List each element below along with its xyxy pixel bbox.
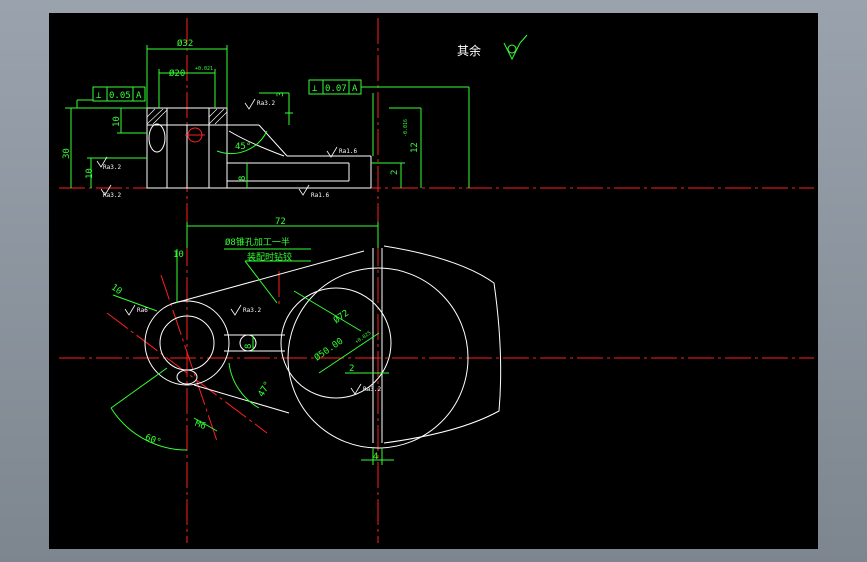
ra-top-left: Ra6	[137, 307, 148, 314]
dim-h10-top: 10	[112, 116, 122, 127]
dim-t8-top: 8	[244, 344, 254, 349]
dim-r10: 10	[109, 283, 124, 297]
centerlines	[59, 18, 814, 543]
perp-left-datum: A	[136, 91, 142, 101]
ra-front-bottom-left: Ra3.2	[103, 192, 121, 199]
hole-note-2: 装配时钻铰	[247, 251, 292, 263]
dim-len72: 72	[275, 217, 286, 227]
dim-h12: 12	[410, 142, 420, 153]
perp-right-datum: A	[352, 84, 358, 94]
dim-t2-front: 2	[390, 170, 400, 175]
perp-right-value: 0.07	[325, 84, 347, 94]
ra-front-bottom-right: Ra1.6	[311, 192, 329, 199]
roughness-text: Ra3.2 Ra1.6 Ra3.2 Ra3.2 Ra1.6 Ra6 Ra3.2 …	[103, 100, 381, 393]
ra-front-left: Ra3.2	[103, 164, 121, 171]
dim-h30: 30	[62, 148, 72, 159]
ra-top-hole: Ra3.2	[243, 307, 261, 314]
perpendicularity-frames	[92, 79, 362, 102]
ra-front-right: Ra1.6	[339, 148, 357, 155]
ra-top-center: Ra3.2	[363, 386, 381, 393]
dim-w4: 4	[373, 452, 378, 462]
front-view-outline	[146, 107, 372, 189]
top-view-outline	[144, 245, 502, 449]
perp-left-symbol: ⊥	[96, 91, 102, 101]
perp-right-symbol: ⊥	[312, 84, 318, 94]
dim-t3: 3	[276, 92, 286, 97]
dim-h10-left: 10	[85, 168, 95, 179]
drawing-canvas[interactable]: 其余 Ø32 Ø20 +0.021 30 10 10 ⊥ 0.05 A ⊥ 0.…	[49, 13, 818, 549]
dimension-lines	[65, 34, 528, 465]
rest-label: 其余	[457, 43, 481, 58]
front-view-hatch	[146, 108, 228, 125]
dim-a47: 47°	[257, 380, 274, 399]
roughness-symbols	[96, 98, 362, 395]
dim-h12-tol: -0.016	[403, 119, 409, 137]
ra-front-top: Ra3.2	[257, 100, 275, 107]
dim-d32: Ø32	[177, 38, 193, 49]
dim-w10-top: 10	[173, 250, 184, 260]
dim-t8-front: 8	[238, 176, 248, 181]
dim-d20-tol: +0.021	[195, 66, 213, 72]
hole-note-1: Ø8锥孔加工一半	[225, 236, 290, 248]
dim-a60: 60°	[144, 433, 163, 448]
dim-m6: M6	[194, 419, 208, 432]
front-view-red-hole	[185, 127, 205, 143]
perp-left-value: 0.05	[109, 91, 131, 101]
dim-t2-top: 2	[349, 364, 354, 374]
dim-d20: Ø20	[169, 68, 185, 79]
dim-a45: 45°	[235, 142, 251, 152]
